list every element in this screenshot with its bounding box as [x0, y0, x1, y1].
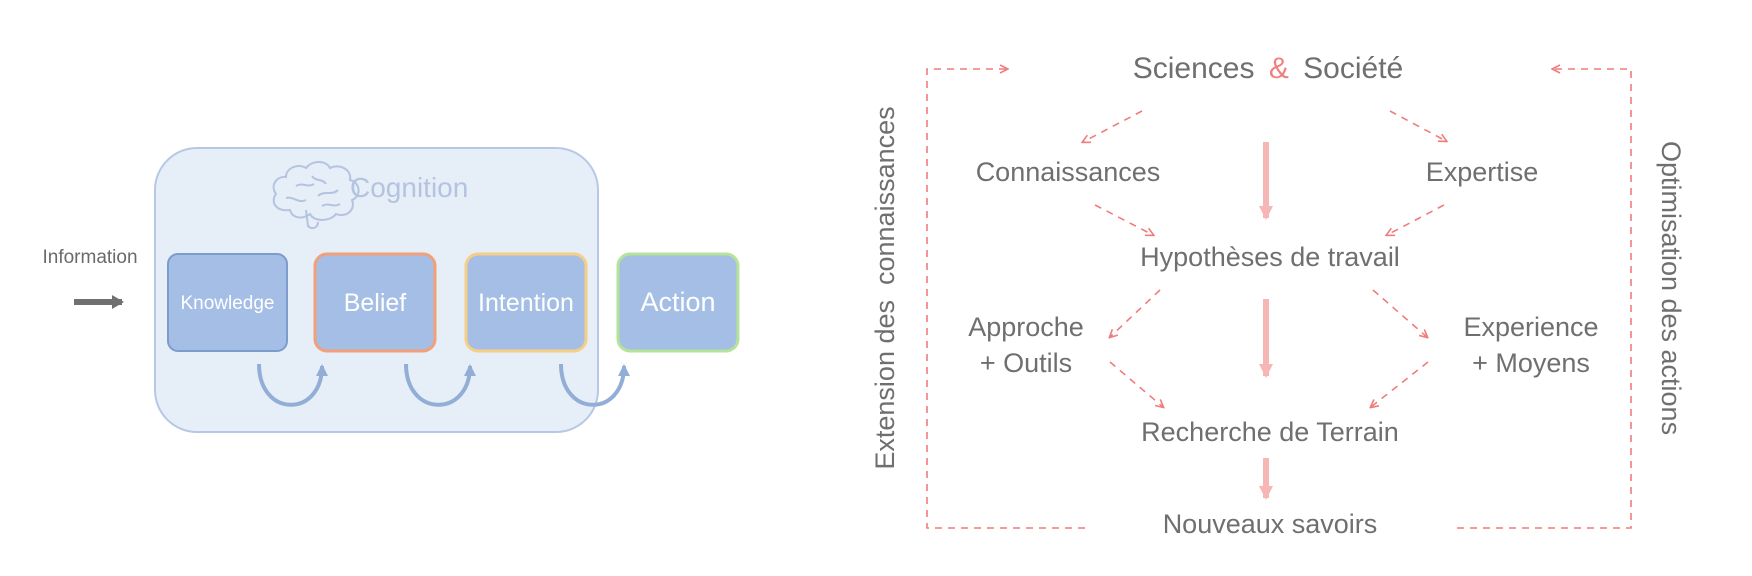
node-experience: Experience + Moyens: [1463, 312, 1598, 378]
cognition-title: Cognition: [350, 172, 468, 203]
title-societe: Société: [1303, 52, 1403, 85]
title-ampersand: &: [1269, 52, 1289, 85]
arrow-hypotheses-to-approche: [1110, 289, 1161, 337]
sciences-societe-diagram: Sciences & Société Extension des connais…: [870, 52, 1686, 539]
node-nouveaux-savoirs: Nouveaux savoirs: [1163, 509, 1378, 539]
intention-label: Intention: [478, 289, 574, 317]
node-recherche: Recherche de Terrain: [1141, 417, 1399, 447]
arrow-approche-to-recherche: [1109, 361, 1163, 407]
side-label-right: Optimisation des actions: [1656, 141, 1686, 435]
intention-to-action-arrow: [559, 363, 630, 407]
action-label: Action: [640, 287, 715, 317]
node-expertise: Expertise: [1426, 157, 1539, 187]
action-box: [616, 252, 740, 353]
belief-box: [313, 252, 437, 353]
node-approche-line2: + Outils: [980, 348, 1072, 378]
node-experience-line2: + Moyens: [1472, 348, 1590, 378]
node-connaissances: Connaissances: [976, 157, 1161, 187]
title-sciences: Sciences: [1133, 52, 1255, 85]
knowledge-box: [167, 253, 288, 352]
cognition-diagram: Information Cognition Knowledge Belief I…: [42, 147, 740, 433]
arrow-title-to-connaissances: [1083, 110, 1143, 142]
knowledge-to-belief-arrow: [257, 363, 328, 407]
belief-to-intention-arrow: [404, 363, 476, 407]
right-feedback-loop: [1457, 69, 1632, 529]
knowledge-label: Knowledge: [180, 293, 274, 314]
arrow-title-to-expertise: [1389, 110, 1446, 141]
arrow-connaissances-to-hypotheses: [1094, 204, 1153, 235]
arrow-hypotheses-to-experience: [1372, 289, 1427, 337]
brain-icon: [272, 161, 360, 230]
node-approche: Approche + Outils: [968, 312, 1084, 378]
side-label-left: Extension des connaissances: [870, 106, 900, 469]
node-approche-line1: Approche: [968, 312, 1084, 342]
diagram-title: Sciences & Société: [1133, 52, 1404, 85]
node-hypotheses: Hypothèses de travail: [1140, 242, 1400, 272]
arrow-experience-to-recherche: [1371, 361, 1429, 407]
belief-label: Belief: [344, 289, 407, 317]
intention-box: [464, 252, 588, 353]
left-feedback-loop: [926, 69, 1085, 529]
information-label: Information: [42, 247, 137, 268]
node-experience-line1: Experience: [1463, 312, 1598, 342]
arrow-expertise-to-hypotheses: [1387, 204, 1445, 235]
